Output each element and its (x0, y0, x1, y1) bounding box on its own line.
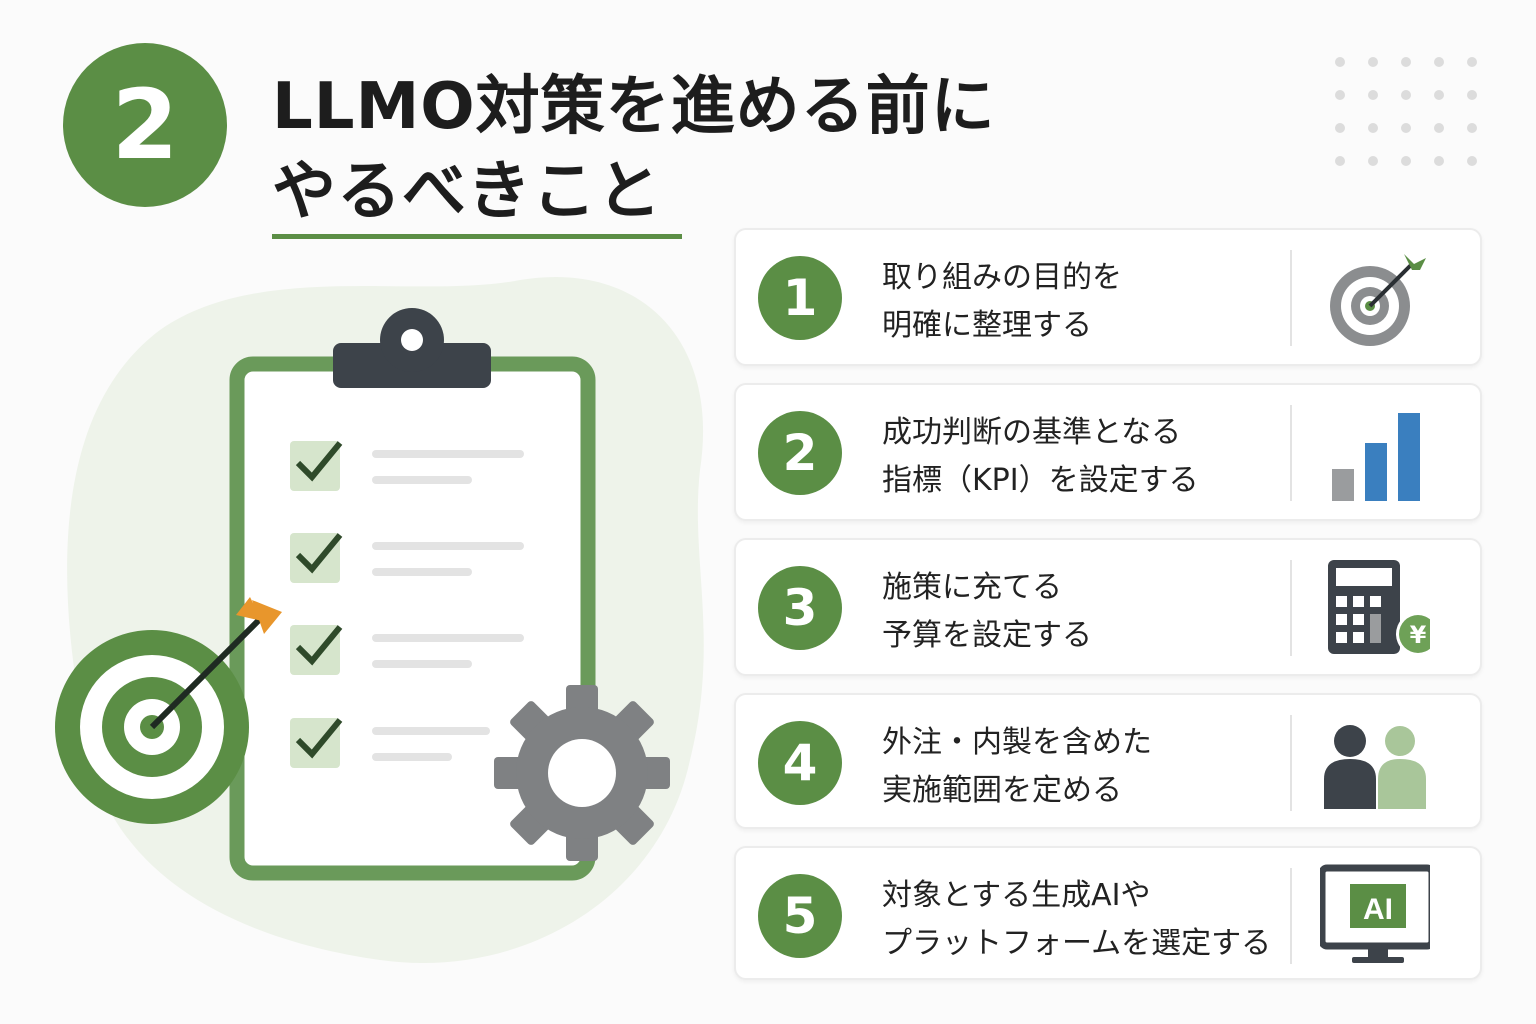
step-card-2: 2 成功判断の基準となる指標（KPI）を設定する (734, 383, 1482, 521)
svg-text:AI: AI (1363, 893, 1393, 926)
step-text: 取り組みの目的を明確に整理する (882, 254, 1122, 350)
decor-dot (1368, 123, 1378, 133)
target-icon (55, 597, 282, 824)
title-underline (272, 234, 682, 239)
step-number: 4 (758, 721, 842, 805)
step-text-line2: 指標（KPI）を設定する (882, 463, 1199, 498)
step-text: 成功判断の基準となる指標（KPI）を設定する (882, 409, 1199, 505)
decor-dot (1401, 57, 1411, 67)
step-text-line2: 実施範囲を定める (882, 773, 1122, 808)
step-text-line1: 成功判断の基準となる (882, 415, 1182, 450)
step-text-line2: プラットフォームを選定する (882, 926, 1272, 961)
decor-dot (1335, 90, 1345, 100)
divider (1290, 715, 1292, 811)
step-text: 外注・内製を含めた実施範囲を定める (882, 719, 1152, 815)
ai-monitor-icon: AI (1320, 864, 1430, 963)
step-text-line1: 施策に充てる (882, 570, 1062, 605)
step-number: 2 (758, 411, 842, 495)
divider (1290, 250, 1292, 346)
decor-dot (1401, 90, 1411, 100)
step-text: 施策に充てる予算を設定する (882, 564, 1092, 660)
calculator-yen-icon: ¥ (1328, 560, 1430, 656)
divider (1290, 405, 1292, 501)
step-number: 1 (758, 256, 842, 340)
gear-icon (494, 685, 670, 861)
page-title-line2: やるべきこと (272, 155, 662, 229)
checklist (290, 441, 524, 768)
decor-dot (1368, 156, 1378, 166)
decor-dot (1467, 90, 1477, 100)
step-card-4: 4 外注・内製を含めた実施範囲を定める (734, 693, 1482, 829)
decor-dot (1434, 156, 1444, 166)
decor-dot (1368, 57, 1378, 67)
decor-dot (1434, 57, 1444, 67)
section-number-badge: 2 (63, 43, 227, 207)
decor-dot (1335, 123, 1345, 133)
target-icon (1330, 254, 1426, 346)
decor-dot (1467, 156, 1477, 166)
decor-dot (1368, 90, 1378, 100)
divider (1290, 868, 1292, 964)
step-text-line2: 明確に整理する (882, 308, 1092, 343)
dot-grid (1335, 57, 1477, 166)
step-text: 対象とする生成AIやプラットフォームを選定する (882, 872, 1271, 968)
decor-dot (1434, 90, 1444, 100)
bar-chart-icon (1332, 413, 1420, 501)
decor-dot (1467, 57, 1477, 67)
decor-dot (1401, 156, 1411, 166)
step-card-3: 3 施策に充てる予算を設定する ¥ (734, 538, 1482, 676)
decor-dot (1335, 156, 1345, 166)
decor-dot (1434, 123, 1444, 133)
step-text-line1: 外注・内製を含めた (882, 725, 1152, 760)
step-number: 3 (758, 566, 842, 650)
step-text-line2: 予算を設定する (882, 618, 1092, 653)
svg-text:¥: ¥ (1410, 621, 1427, 649)
step-number: 5 (758, 874, 842, 958)
decor-dot (1401, 123, 1411, 133)
page-title-line1: LLMO対策を進める前に (272, 70, 996, 144)
step-text-line1: 取り組みの目的を (882, 260, 1122, 295)
people-icon (1324, 725, 1426, 809)
decor-dot (1335, 57, 1345, 67)
step-card-5: 5 対象とする生成AIやプラットフォームを選定する AI (734, 846, 1482, 980)
clipboard-icon (229, 308, 596, 881)
step-text-line1: 対象とする生成AIや (882, 878, 1151, 913)
divider (1290, 560, 1292, 656)
step-card-1: 1 取り組みの目的を明確に整理する (734, 228, 1482, 366)
decor-dot (1467, 123, 1477, 133)
